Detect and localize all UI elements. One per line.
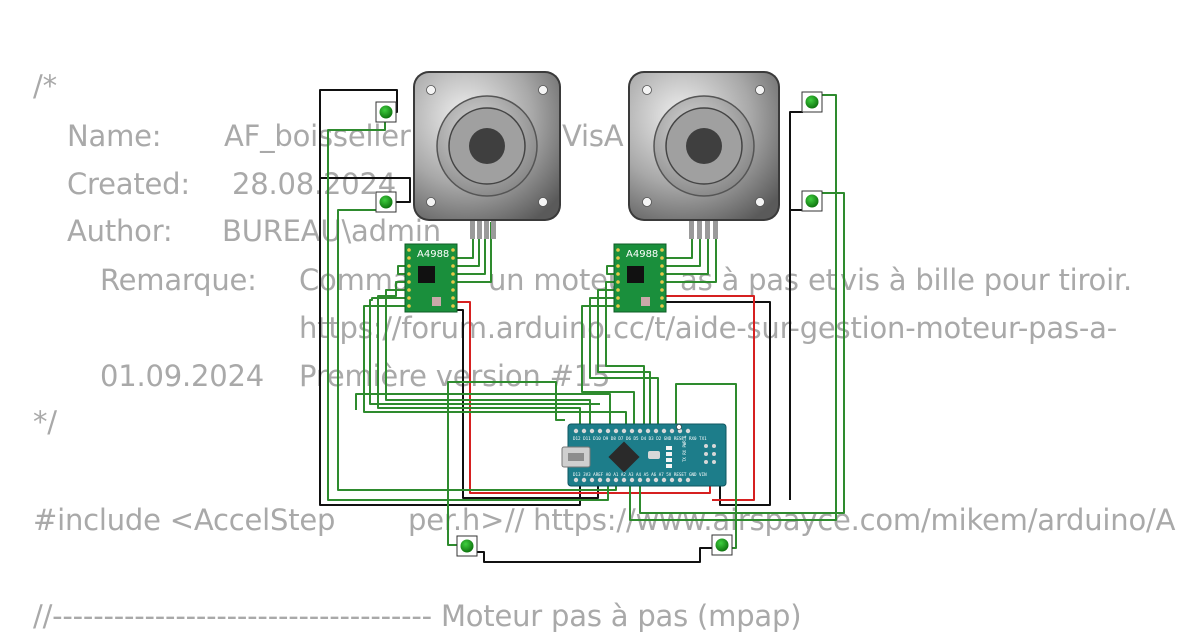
wire-green <box>639 192 845 514</box>
wire-green <box>656 222 717 283</box>
a4988-driver-right: A4988 <box>613 243 667 313</box>
wire-green <box>656 222 709 275</box>
wire-green <box>605 281 645 426</box>
nano-led-labels: TX RX PWR L <box>682 435 687 462</box>
stepper-motor-left <box>413 71 561 239</box>
push-button-4 <box>801 190 823 212</box>
code-line: Remarque: <box>100 263 257 297</box>
code-line: per.h> <box>408 503 505 537</box>
code-line: https://forum.arduino.cc/t/aide-sur-gest… <box>299 311 1117 345</box>
wire-red <box>656 295 755 501</box>
push-button-6 <box>711 534 733 556</box>
wire-green <box>385 289 591 426</box>
code-line: Author: <box>67 214 173 248</box>
push-button-3 <box>801 91 823 113</box>
code-line: et <box>808 263 837 297</box>
wire-green <box>597 289 651 426</box>
driver-label: A4988 <box>626 249 658 260</box>
wire-green <box>397 265 405 275</box>
wire-green <box>455 222 480 267</box>
wire-green <box>327 120 609 501</box>
push-button-1 <box>375 101 397 123</box>
wire-green <box>355 393 611 426</box>
wire-green <box>589 297 659 426</box>
wire-black <box>789 111 803 500</box>
wire-green <box>675 383 737 549</box>
code-line: Name: <box>67 119 162 153</box>
wire-green <box>581 305 635 426</box>
code-line: AF_boisseller <box>224 119 411 153</box>
wire-green <box>337 209 617 491</box>
arduino-nano: D12 D11 D10 D9 D8 D7 D6 D5 D4 D3 D2 GND … <box>561 423 727 487</box>
wire-red <box>455 301 711 494</box>
wire-green <box>455 222 492 283</box>
nano-bottom-pin-labels: D13 3V3 AREF A0 A1 A2 A3 A4 A5 A6 A7 5V … <box>573 472 707 477</box>
wire-green <box>369 297 600 405</box>
wire-green <box>629 94 837 521</box>
nano-top-pin-labels: D12 D11 D10 D9 D8 D7 D6 D5 D4 D3 D2 GND … <box>573 436 707 441</box>
code-line: vis à bille pour tiroir. <box>840 263 1133 297</box>
wire-green <box>377 281 581 426</box>
code-line: BUREAU\admin <box>222 214 441 248</box>
push-button-5 <box>456 535 478 557</box>
code-line: #include <AccelStep <box>33 503 336 537</box>
microcontroller-chip <box>608 441 640 473</box>
wire-black <box>319 89 581 506</box>
code-line: VisA <box>562 119 624 153</box>
push-button-2 <box>375 191 397 213</box>
wire-black <box>476 547 714 563</box>
stepper-motor-right <box>628 71 780 239</box>
code-line: /* <box>33 69 57 103</box>
code-line: //------------------------------------- … <box>33 599 802 633</box>
wire-green <box>447 381 565 546</box>
code-line: 28.08.2024 <box>232 167 397 201</box>
wire-green <box>363 305 627 426</box>
wire-black <box>656 301 771 506</box>
driver-label: A4988 <box>417 249 449 260</box>
code-line: Created: <box>67 167 190 201</box>
a4988-driver-left: A4988 <box>404 243 458 313</box>
code-line: 01.09.2024 <box>100 359 265 393</box>
wire-green <box>455 222 486 275</box>
wire-green <box>606 265 614 275</box>
code-line: */ <box>33 405 57 439</box>
